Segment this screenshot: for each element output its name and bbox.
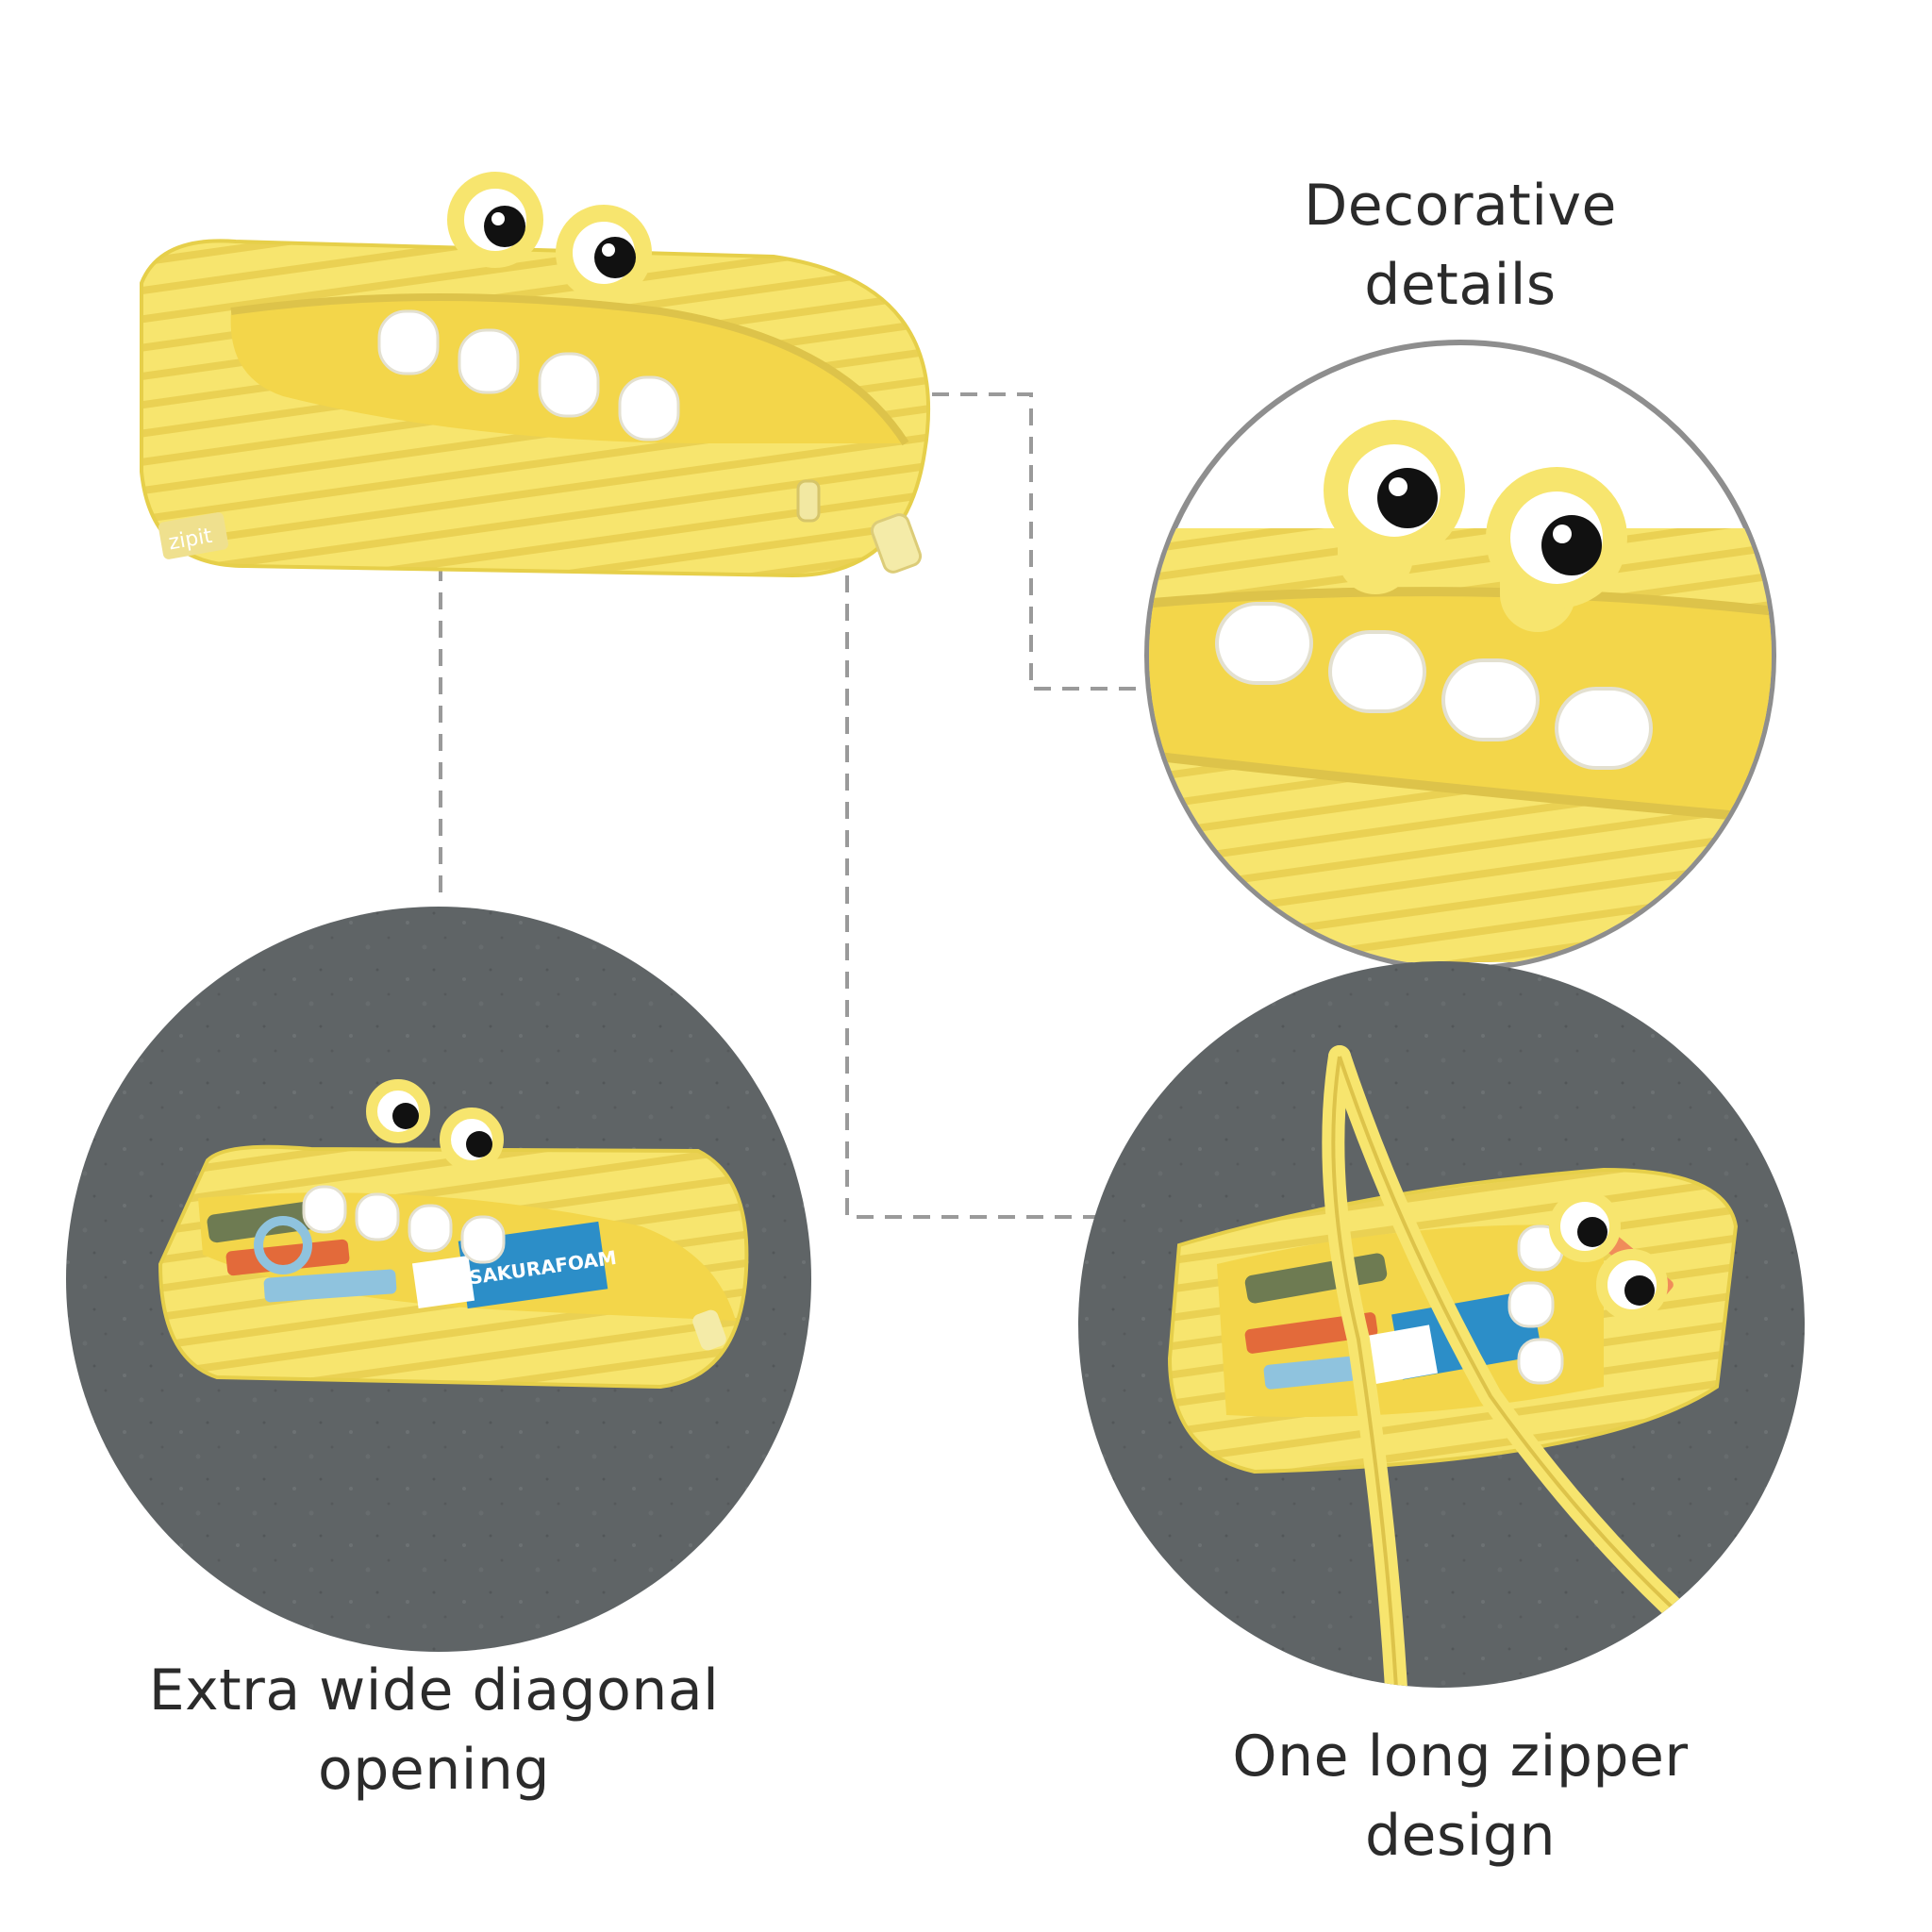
teeth-bl [302, 1185, 506, 1264]
decorative-line-2: details [1364, 252, 1557, 318]
teeth-closeup [1215, 602, 1653, 770]
wide-opening-circle: SAKURAFOAM [66, 907, 811, 1652]
zipper-line-2: design [1364, 1803, 1557, 1869]
eyes-icon [447, 172, 652, 301]
wide-opening-label: Extra wide diagonal opening [142, 1651, 726, 1809]
eyes-br-icon [1549, 1191, 1668, 1321]
main-pouch: zipit [140, 172, 930, 578]
decorative-details-circle [1144, 340, 1776, 972]
teeth-br [1507, 1224, 1564, 1385]
decorative-line-1: Decorative [1304, 173, 1617, 239]
decorative-details-label: Decorative details [1272, 166, 1649, 325]
long-zipper-circle [1078, 961, 1805, 1688]
eyes-bl-icon [366, 1079, 504, 1172]
opening-line-1: Extra wide diagonal [148, 1657, 720, 1724]
long-zipper-label: One long zipper design [1187, 1717, 1734, 1875]
zipper-line-1: One long zipper [1232, 1724, 1689, 1790]
eyes-closeup-icon [1324, 420, 1627, 632]
zipper-pull-icon [796, 479, 923, 574]
opening-line-2: opening [317, 1737, 551, 1803]
teeth [377, 309, 680, 441]
